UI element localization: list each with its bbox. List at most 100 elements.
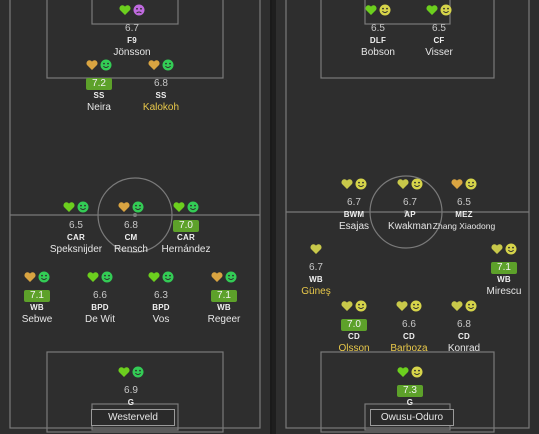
player-card[interactable]: 6.3 BPD Vos — [121, 271, 201, 326]
heart-icon — [426, 5, 438, 15]
player-position: BPD — [91, 303, 109, 312]
player-position: G — [406, 398, 414, 407]
player-rating: 6.6 — [402, 319, 416, 330]
player-name[interactable]: Esajas — [338, 221, 369, 232]
player-rating: 6.7 — [309, 262, 323, 273]
player-name[interactable]: Owusu-Oduro — [370, 409, 454, 426]
player-rating: 6.5 — [457, 197, 471, 208]
heart-icon — [63, 202, 75, 212]
heart-gold-icon — [148, 60, 160, 70]
player-rating: 7.1 — [24, 290, 50, 302]
player-name[interactable]: Olsson — [338, 343, 370, 354]
player-position: CD — [403, 332, 415, 341]
smiley-yellow-icon — [505, 243, 517, 255]
player-position: AP — [404, 210, 416, 219]
heart-icon — [87, 272, 99, 282]
player-card[interactable]: 6.5 DLF Bobson — [338, 4, 418, 59]
player-rating: 7.2 — [86, 78, 112, 90]
smiley-icon — [77, 201, 89, 213]
player-position: BWM — [343, 210, 365, 219]
player-card[interactable]: 6.8 CM Rensch — [91, 201, 171, 256]
smiley-icon — [187, 201, 199, 213]
pitch-markings — [9, 0, 261, 433]
player-name[interactable]: Hernández — [161, 244, 211, 255]
player-card[interactable]: 6.7 AP Kwakman — [370, 178, 450, 233]
player-name[interactable]: Westerveld — [91, 409, 175, 426]
player-position: DLF — [369, 36, 387, 45]
heart-yellow-icon — [310, 244, 322, 254]
player-card[interactable]: 7.1 WB Sebwe — [0, 271, 77, 326]
smiley-icon — [225, 271, 237, 283]
player-name[interactable]: Visser — [425, 47, 453, 58]
smiley-icon — [162, 59, 174, 71]
smiley-icon — [132, 366, 144, 378]
player-name[interactable]: Neira — [87, 102, 111, 113]
player-name[interactable]: Sebwe — [21, 314, 53, 325]
player-card[interactable]: 7.0 CAR Hernández — [146, 201, 226, 256]
player-name[interactable]: Speksnijder — [49, 244, 103, 255]
player-name[interactable]: Kwakman — [388, 221, 432, 232]
player-card[interactable]: 6.5 CAR Speksnijder — [36, 201, 116, 256]
player-icons — [369, 300, 449, 314]
smiley-icon — [132, 201, 144, 213]
player-card[interactable]: 7.2 SS Neira — [59, 59, 139, 114]
player-card[interactable]: 6.6 BPD De Wit — [60, 271, 140, 326]
player-icons — [370, 366, 450, 380]
player-card[interactable]: 6.6 CD Barboza — [369, 300, 449, 355]
player-card[interactable]: 6.5 CF Visser — [399, 4, 479, 59]
heart-yellow-icon — [451, 301, 463, 311]
player-position: CD — [458, 332, 470, 341]
player-rating: 6.7 — [403, 197, 417, 208]
heart-yellow-icon — [397, 179, 409, 189]
heart-gold-icon — [118, 202, 130, 212]
player-name[interactable]: Kalokoh — [142, 102, 180, 113]
player-card[interactable]: 6.7 BWM Esajas — [314, 178, 394, 233]
player-card[interactable]: 6.5 MEZ Zhang Xiaodong — [424, 178, 504, 233]
player-icons — [60, 271, 140, 285]
player-position: WB — [497, 275, 511, 284]
player-name[interactable]: Rensch — [114, 244, 148, 255]
player-card[interactable]: 7.3 G Owusu-Oduro — [370, 366, 454, 426]
player-rating: 7.3 — [397, 385, 423, 397]
player-position: MEZ — [455, 210, 473, 219]
player-name[interactable]: Regeer — [207, 314, 241, 325]
player-icons — [424, 300, 504, 314]
smiley-icon — [101, 271, 113, 283]
player-card[interactable]: 7.1 WB Regeer — [184, 271, 264, 326]
player-name[interactable]: De Wit — [85, 314, 115, 325]
player-position: CAR — [67, 233, 85, 242]
player-icons — [314, 300, 394, 314]
player-position: CAR — [177, 233, 195, 242]
player-icons — [59, 59, 139, 73]
player-name[interactable]: Zhang Xiaodong — [432, 221, 496, 231]
player-card[interactable]: 7.1 WB Mirescu — [464, 243, 539, 298]
player-card[interactable]: 6.8 CD Konrad — [424, 300, 504, 355]
player-position: CM — [124, 233, 138, 242]
player-rating: 6.9 — [124, 385, 138, 396]
player-card[interactable]: 7.0 CD Olsson — [314, 300, 394, 355]
player-card[interactable]: 6.7 F9 Jönsson — [92, 4, 172, 59]
player-card[interactable]: 6.7 WB Güneş — [276, 243, 356, 298]
player-name[interactable]: Konrad — [447, 343, 481, 354]
smiley-yellow-icon — [355, 178, 367, 190]
player-rating: 7.1 — [211, 290, 237, 302]
player-icons — [424, 178, 504, 192]
smiley-icon — [162, 271, 174, 283]
player-icons — [36, 201, 116, 215]
player-name[interactable]: Jönsson — [113, 47, 151, 58]
heart-gold-icon — [211, 272, 223, 282]
player-name[interactable]: Barboza — [390, 343, 428, 354]
player-name[interactable]: Güneş — [301, 286, 331, 297]
player-name[interactable]: Bobson — [361, 47, 395, 58]
player-name[interactable]: Vos — [152, 314, 170, 325]
player-rating: 6.5 — [371, 23, 385, 34]
player-card[interactable]: 6.9 G Westerveld — [91, 366, 175, 426]
player-rating: 6.8 — [457, 319, 471, 330]
player-rating: 6.3 — [154, 290, 168, 301]
heart-yellow-icon — [341, 301, 353, 311]
heart-icon — [118, 367, 130, 377]
player-position: CD — [348, 332, 360, 341]
player-icons — [0, 271, 77, 285]
player-name[interactable]: Mirescu — [486, 286, 522, 297]
player-card[interactable]: 6.8 SS Kalokoh — [121, 59, 201, 114]
